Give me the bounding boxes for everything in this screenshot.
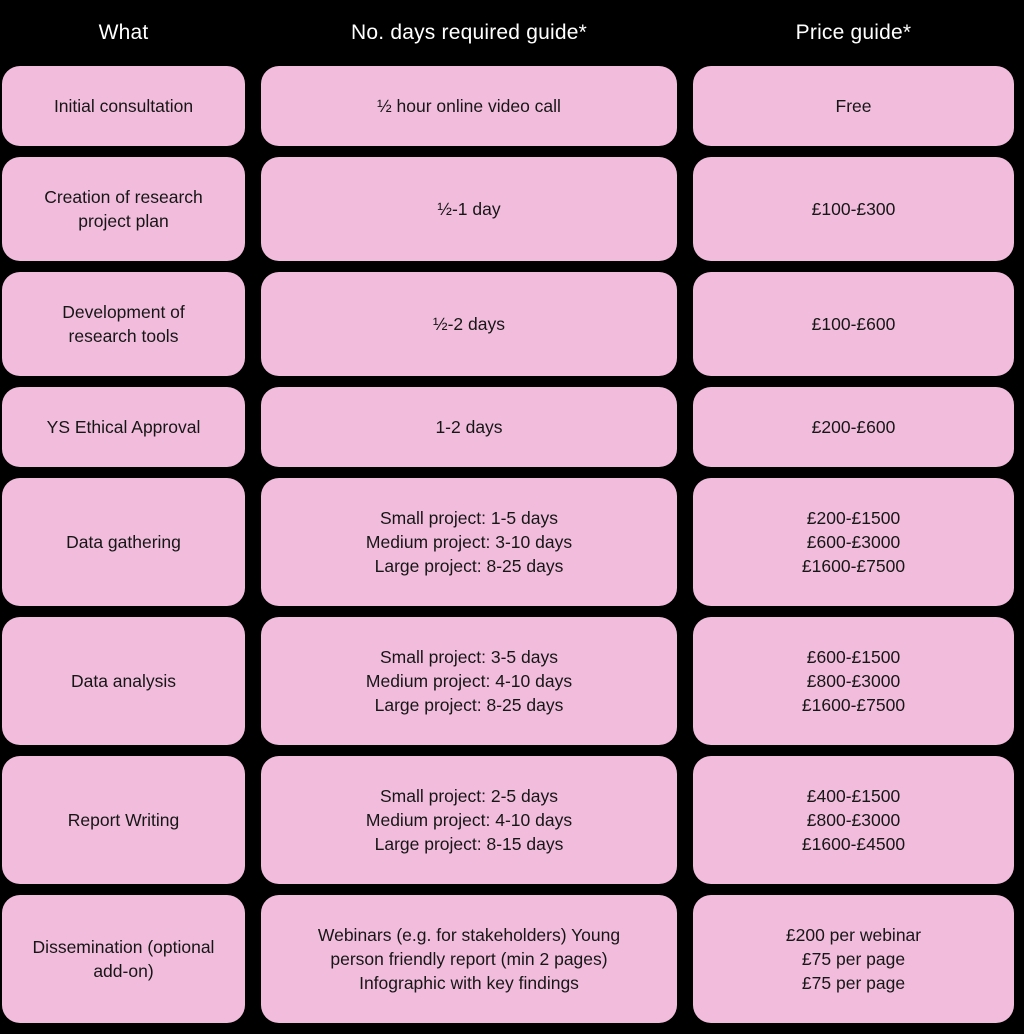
cell-line: £600-£3000 bbox=[806, 532, 901, 552]
cell-line: Dissemination (optional bbox=[32, 937, 215, 957]
table-body: Initial consultation ½ hour online video … bbox=[2, 66, 1014, 1023]
cell-line: £75 per page bbox=[801, 973, 906, 993]
price-cell: £600-£1500 £800-£3000 £1600-£7500 bbox=[693, 617, 1014, 745]
cell-line: ½-2 days bbox=[433, 314, 505, 334]
cell-line: £1600-£7500 bbox=[801, 695, 906, 715]
price-cell: £200 per webinar £75 per page £75 per page bbox=[693, 895, 1014, 1023]
what-cell: Creation of research project plan bbox=[2, 157, 245, 261]
cell-line: Infographic with key findings bbox=[359, 973, 579, 993]
cell-line: Initial consultation bbox=[53, 96, 194, 116]
cell-line: £75 per page bbox=[801, 949, 906, 969]
price-cell: £200-£1500 £600-£3000 £1600-£7500 bbox=[693, 478, 1014, 606]
table-row: Creation of research project plan ½-1 day £… bbox=[2, 157, 1014, 261]
cell-line: YS Ethical Approval bbox=[46, 417, 201, 437]
cell-line: Medium project: 3-10 days bbox=[365, 532, 573, 552]
cell-line: project plan bbox=[78, 211, 169, 231]
cell-line: £400-£1500 bbox=[806, 786, 901, 806]
cell-line: Small project: 3-5 days bbox=[380, 647, 558, 667]
days-cell: Webinars (e.g. for stakeholders) Young pe… bbox=[261, 895, 677, 1023]
what-cell: Dissemination (optional add-on) bbox=[2, 895, 245, 1023]
cell-line: Webinars (e.g. for stakeholders) Young bbox=[317, 925, 621, 945]
cell-line: Medium project: 4-10 days bbox=[365, 810, 573, 830]
column-header-what: What bbox=[98, 21, 149, 44]
cell-line: ½-1 day bbox=[437, 199, 501, 219]
days-cell: 1-2 days bbox=[261, 387, 677, 467]
days-cell: ½-2 days bbox=[261, 272, 677, 376]
cell-line: Large project: 8-15 days bbox=[374, 834, 564, 854]
cell-line: add-on) bbox=[93, 961, 154, 981]
cell-line: £1600-£7500 bbox=[801, 556, 906, 576]
what-cell: Development of research tools bbox=[2, 272, 245, 376]
cell-line: Creation of research bbox=[44, 187, 203, 207]
cell-line: £600-£1500 bbox=[806, 647, 901, 667]
cell-line: £200 per webinar bbox=[785, 925, 922, 945]
table-row: Initial consultation ½ hour online video … bbox=[2, 66, 1014, 146]
cell-line: Small project: 1-5 days bbox=[380, 508, 558, 528]
cell-line: £200-£1500 bbox=[806, 508, 901, 528]
cell-line: Medium project: 4-10 days bbox=[365, 671, 573, 691]
cell-line: ½ hour online video call bbox=[377, 96, 561, 116]
column-header-days: No. days required guide* bbox=[351, 21, 587, 44]
cell-line: £800-£3000 bbox=[806, 671, 901, 691]
cell-line: Small project: 2-5 days bbox=[380, 786, 558, 806]
what-cell: Data gathering bbox=[2, 478, 245, 606]
price-cell: £100-£600 bbox=[693, 272, 1014, 376]
price-cell: Free bbox=[693, 66, 1014, 146]
cell-line: Free bbox=[835, 96, 872, 116]
what-cell: Report Writing bbox=[2, 756, 245, 884]
cell-line: £200-£600 bbox=[811, 417, 896, 437]
price-cell: £200-£600 bbox=[693, 387, 1014, 467]
cell-line: Data gathering bbox=[66, 532, 181, 552]
price-cell: £400-£1500 £800-£3000 £1600-£4500 bbox=[693, 756, 1014, 884]
cell-line: 1-2 days bbox=[435, 417, 503, 437]
table-row: Development of research tools ½-2 days £100… bbox=[2, 272, 1014, 376]
cell-line: Data analysis bbox=[70, 671, 177, 691]
cell-line: Development of bbox=[62, 302, 185, 322]
what-cell: Initial consultation bbox=[2, 66, 245, 146]
table-row: Dissemination (optional add-on) Webinars (… bbox=[2, 895, 1014, 1023]
table-header: What No. days required guide* Price guid… bbox=[2, 0, 1014, 66]
cell-line: £100-£600 bbox=[811, 314, 896, 334]
what-cell: YS Ethical Approval bbox=[2, 387, 245, 467]
cell-line: £100-£300 bbox=[811, 199, 896, 219]
price-cell: £100-£300 bbox=[693, 157, 1014, 261]
days-cell: ½-1 day bbox=[261, 157, 677, 261]
cell-line: research tools bbox=[68, 326, 179, 346]
cell-line: person friendly report (min 2 pages) bbox=[330, 949, 608, 969]
cell-line: £800-£3000 bbox=[806, 810, 901, 830]
cell-line: Large project: 8-25 days bbox=[374, 695, 564, 715]
column-header-price: Price guide* bbox=[795, 21, 912, 44]
table-row: YS Ethical Approval 1-2 days £200-£600 bbox=[2, 387, 1014, 467]
cell-line: Report Writing bbox=[67, 810, 180, 830]
cell-line: Large project: 8-25 days bbox=[374, 556, 564, 576]
what-cell: Data analysis bbox=[2, 617, 245, 745]
days-cell: ½ hour online video call bbox=[261, 66, 677, 146]
cell-line: £1600-£4500 bbox=[801, 834, 906, 854]
